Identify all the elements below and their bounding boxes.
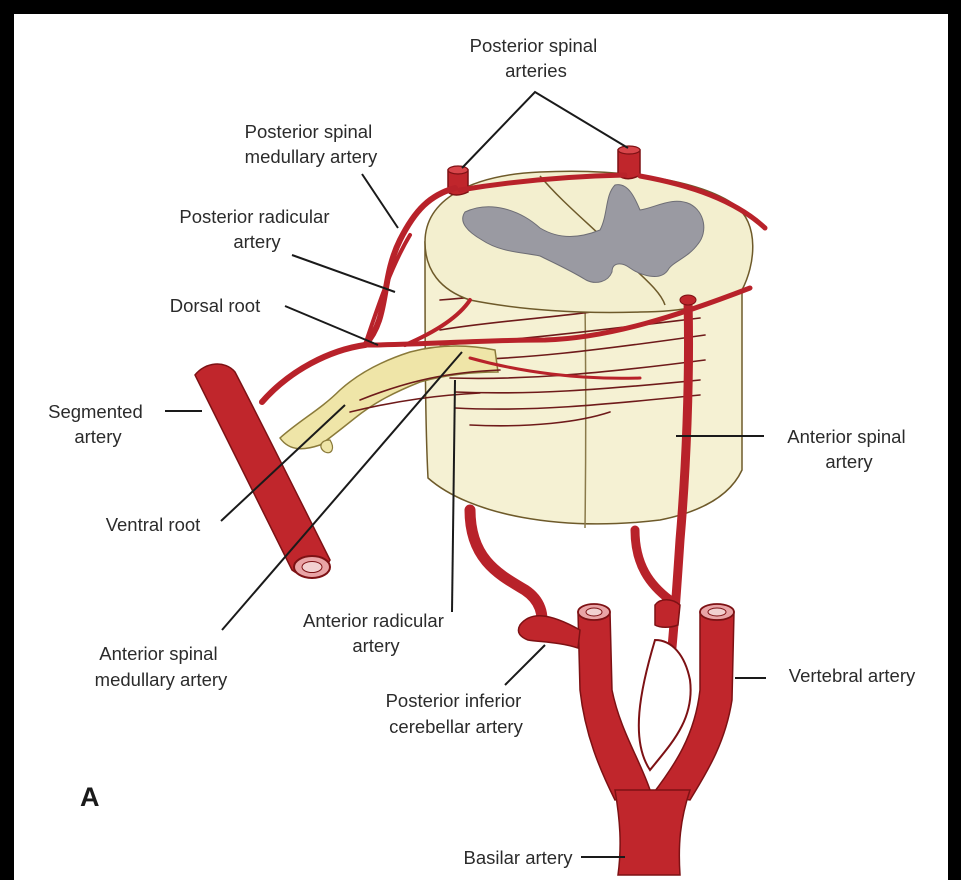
- panel-letter: A: [80, 782, 100, 812]
- label-vertebral-artery: Vertebral artery: [789, 665, 916, 686]
- label-dorsal-root: Dorsal root: [170, 295, 260, 316]
- spinal-cord-blood-supply-diagram: Posterior spinal arteries Posterior spin…: [14, 14, 948, 880]
- segmented-artery: [195, 364, 330, 578]
- vertebral-and-basilar-arteries: [518, 600, 734, 875]
- label-anterior-spinal-artery: Anterior spinal artery: [787, 426, 910, 472]
- label-posterior-inferior-cerebellar-artery: Posterior inferior cerebellar artery: [386, 690, 527, 737]
- label-basilar-artery: Basilar artery: [464, 847, 574, 868]
- figure-panel: Posterior spinal arteries Posterior spin…: [14, 14, 948, 880]
- label-posterior-spinal-medullary-artery: Posterior spinal medullary artery: [245, 121, 378, 167]
- posterior-inferior-cerebellar-artery: [470, 510, 542, 630]
- label-anterior-radicular-artery: Anterior radicular artery: [303, 610, 449, 656]
- label-segmented-artery: Segmented artery: [48, 401, 148, 447]
- illustration: [195, 146, 765, 875]
- label-posterior-radicular-artery: Posterior radicular artery: [179, 206, 334, 252]
- label-anterior-spinal-medullary-artery: Anterior spinal medullary artery: [95, 643, 228, 690]
- label-posterior-spinal-arteries: Posterior spinal arteries: [470, 35, 603, 81]
- label-ventral-root: Ventral root: [106, 514, 201, 535]
